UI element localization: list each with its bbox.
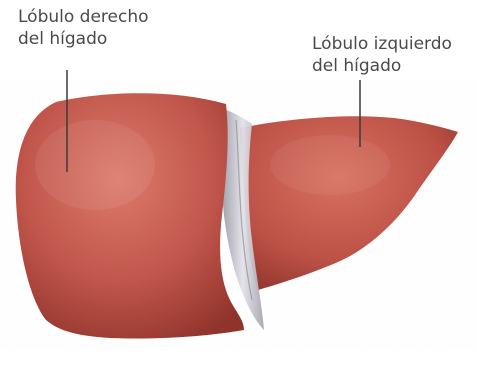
left-lobe-label-line2: del hígado	[312, 55, 452, 77]
left-lobe-label: Lóbulo izquierdo del hígado	[312, 33, 452, 77]
texture-overlay	[0, 80, 477, 350]
left-lobe-label-line1: Lóbulo izquierdo	[312, 33, 452, 55]
right-lobe-label: Lóbulo derecho del hígado	[18, 6, 149, 50]
right-lobe-label-line1: Lóbulo derecho	[18, 6, 149, 28]
right-lobe-label-line2: del hígado	[18, 28, 149, 50]
